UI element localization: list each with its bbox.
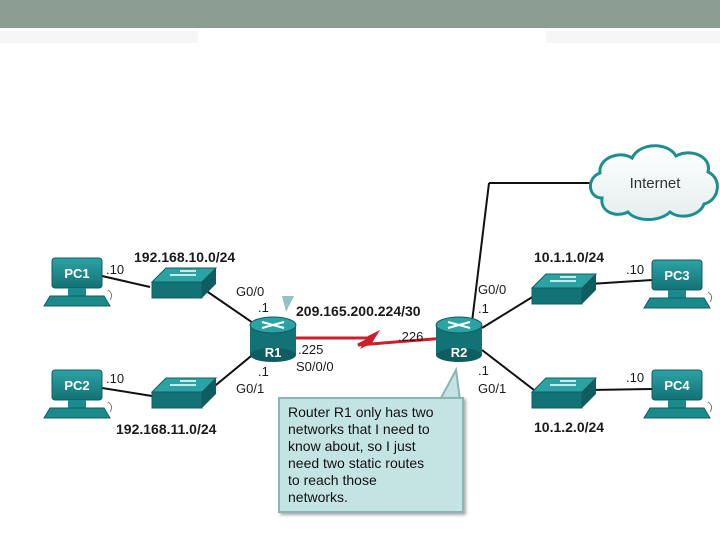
switch-3[interactable]: [530, 273, 598, 305]
r2-label: R2: [451, 345, 468, 360]
callout-line: networks that I need to: [288, 421, 430, 437]
pc2[interactable]: PC2: [43, 369, 113, 419]
pc1-host-label: .10: [106, 262, 124, 277]
pc3-label: PC3: [664, 268, 689, 283]
r2-s000-host: .226: [398, 329, 423, 344]
network-label-lan1: 192.168.10.0/24: [134, 249, 235, 265]
callout-pointer: [438, 366, 462, 401]
header-strip-left: [0, 31, 198, 43]
callout-line: need two static routes: [288, 455, 425, 471]
r1-s000-interface: S0/0/0: [296, 359, 334, 374]
serial-link-bolt: [360, 330, 380, 349]
r2-g01-interface: G0/1: [478, 381, 506, 396]
network-label-lan4: 10.1.2.0/24: [534, 419, 604, 435]
network-label-wan: 209.165.200.224/30: [296, 303, 421, 319]
pc3[interactable]: PC3: [643, 259, 713, 309]
internet-cloud: Internet: [589, 144, 719, 221]
link-pc1-switch1: [101, 275, 151, 288]
pc4[interactable]: PC4: [643, 369, 713, 419]
pc4-label: PC4: [664, 378, 690, 393]
switch-1[interactable]: [150, 267, 218, 299]
r1-s000-host: .225: [298, 342, 323, 357]
r2-g00-interface: G0/0: [478, 282, 506, 297]
link-r2-switch3: [481, 295, 535, 329]
switch-2[interactable]: [150, 377, 218, 409]
r1-label: R1: [265, 345, 282, 360]
r1-g01-interface: G0/1: [236, 381, 264, 396]
pc3-host-label: .10: [626, 262, 644, 277]
link-switch3-pc3: [589, 279, 653, 285]
pc2-label: PC2: [64, 378, 89, 393]
header-bar: [0, 0, 720, 28]
r2-g01-host: .1: [478, 363, 489, 378]
link-switch4-pc4: [589, 388, 653, 391]
callout-line: know about, so I just: [288, 438, 416, 454]
link-r2-internet: [471, 182, 490, 323]
switch-4[interactable]: [530, 377, 598, 409]
router-r2[interactable]: R2: [435, 316, 483, 362]
r1-g01-host: .1: [258, 364, 269, 379]
link-switch1-r1: [204, 289, 257, 326]
pc4-host-label: .10: [626, 370, 644, 385]
pc1[interactable]: PC1: [43, 257, 113, 307]
router-r1[interactable]: R1: [249, 316, 297, 362]
link-r2-switch4: [481, 349, 535, 391]
pc1-label: PC1: [64, 266, 89, 281]
callout-line: Router R1 only has two: [288, 404, 434, 420]
link-pc2-switch2: [101, 387, 153, 397]
callout-line: networks.: [288, 489, 348, 505]
pc2-host-label: .10: [106, 371, 124, 386]
network-label-lan2: 192.168.11.0/24: [116, 421, 217, 437]
r2-g00-host: .1: [478, 301, 489, 316]
r1-marker: [282, 296, 294, 312]
r1-g00-interface: G0/0: [236, 284, 264, 299]
callout-note: Router R1 only has two networks that I n…: [278, 397, 464, 513]
network-label-lan3: 10.1.1.0/24: [534, 249, 604, 265]
header-strip-right: [546, 31, 720, 43]
callout-line: to reach those: [288, 472, 377, 488]
internet-label: Internet: [630, 175, 682, 192]
r1-g00-host: .1: [258, 300, 269, 315]
links: [101, 182, 653, 397]
